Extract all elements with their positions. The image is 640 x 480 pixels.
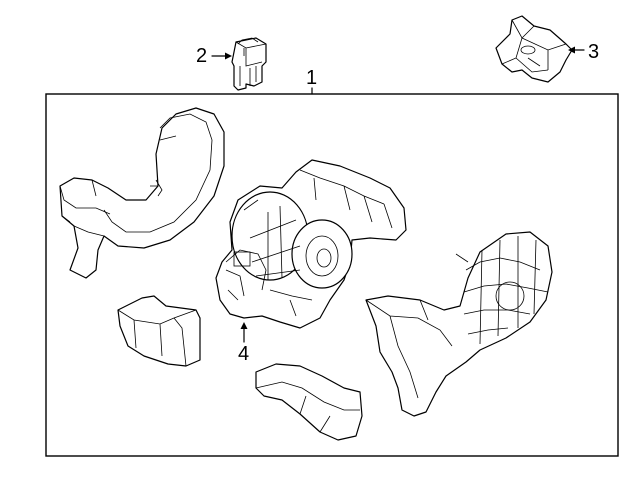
callout-1[interactable]: 1 xyxy=(306,67,317,95)
callout-3-arrow-icon xyxy=(568,46,575,54)
callout-2[interactable]: 2 xyxy=(196,45,232,67)
duct-floor-center[interactable] xyxy=(255,363,363,441)
blower-motor-assembly[interactable] xyxy=(215,159,407,329)
duct-upper-left[interactable] xyxy=(59,107,225,279)
duct-small-left[interactable] xyxy=(117,295,201,367)
duct-right-grid[interactable] xyxy=(365,231,553,417)
callout-2-label: 2 xyxy=(196,45,207,67)
part-3-bracket[interactable] xyxy=(495,15,573,83)
part-2-connector[interactable] xyxy=(231,37,267,91)
callout-1-label: 1 xyxy=(306,67,317,89)
assembly-frame xyxy=(45,93,619,457)
callout-2-arrow-icon xyxy=(225,52,232,60)
callout-4-label: 4 xyxy=(238,343,249,365)
callout-4[interactable]: 4 xyxy=(238,322,249,365)
callout-3[interactable]: 3 xyxy=(568,41,599,63)
callout-4-arrow-icon xyxy=(240,322,248,329)
callout-3-label: 3 xyxy=(588,41,599,63)
